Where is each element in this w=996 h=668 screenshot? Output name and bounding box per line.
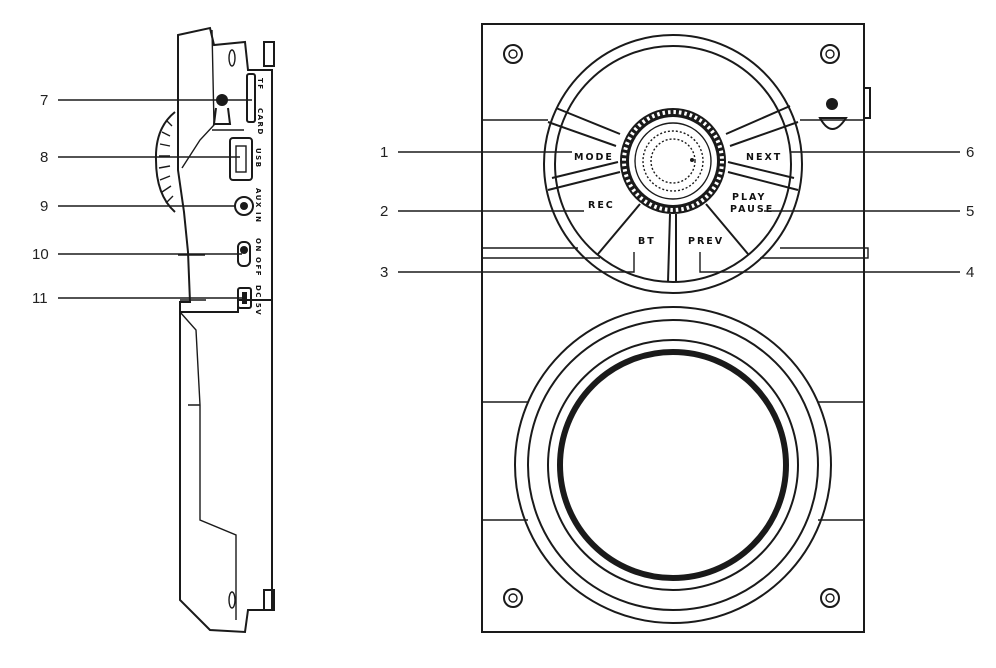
callout-9: 9 — [40, 198, 48, 215]
callout-5: 5 — [966, 203, 974, 220]
volume-knob-ring-3 — [650, 138, 696, 184]
callout-line-3 — [398, 252, 635, 273]
aux-label-1: AUX — [254, 188, 262, 209]
volume-knob-ring-2 — [642, 130, 704, 192]
callout-8: 8 — [40, 149, 48, 166]
tf-card-label-1: TF — [256, 78, 264, 91]
usb-port[interactable] — [229, 137, 253, 181]
corner-screw-tl — [503, 44, 523, 64]
aux-in-hole — [240, 202, 248, 210]
volume-knob-face — [629, 117, 717, 205]
woofer-cone — [557, 349, 789, 581]
side-handle-grip — [154, 111, 176, 213]
side-step-upper — [178, 254, 206, 406]
bt-button-label[interactable]: BT — [638, 236, 656, 247]
side-inner-contour — [179, 29, 244, 620]
side-bottom-screw — [228, 591, 236, 609]
woofer-outer-ring — [514, 306, 832, 624]
corner-screw-tr — [820, 44, 840, 64]
play-button-label[interactable]: PLAY — [732, 192, 766, 203]
side-view: TF CARD USB AUX IN ON OFF DC 5V 7 8 9 10… — [32, 26, 275, 634]
callout-line-4 — [699, 252, 960, 273]
usb-label: USB — [254, 148, 262, 169]
volume-knob-indicator — [690, 158, 694, 162]
side-bottom-nub — [263, 589, 275, 611]
off-label: OFF — [254, 257, 262, 277]
dc-label: DC 5V — [254, 285, 262, 316]
control-panel-inner-ring — [554, 45, 792, 283]
callout-4: 4 — [966, 264, 974, 281]
woofer-surround — [527, 319, 819, 611]
aux-label-2: IN — [254, 212, 262, 223]
callout-7: 7 — [40, 92, 48, 109]
mode-button-label[interactable]: MODE — [574, 152, 614, 163]
dc-5v-port-inner — [242, 292, 247, 304]
tf-card-label-2: CARD — [256, 108, 264, 136]
control-panel-outer-ring — [543, 34, 803, 294]
front-view: MODE REC BT PREV PLAY PAUSE NEXT 1 2 3 4… — [380, 23, 974, 633]
corner-screw-br — [820, 588, 840, 608]
callout-10: 10 — [32, 246, 49, 263]
front-strap-knob — [818, 87, 871, 130]
tf-card-slot[interactable] — [246, 73, 256, 123]
pause-button-label[interactable]: PAUSE — [730, 204, 774, 215]
volume-knob-ring-1 — [634, 122, 712, 200]
front-cabinet — [481, 23, 865, 633]
callout-11: 11 — [32, 290, 48, 307]
woofer-surround-inner — [547, 339, 799, 591]
side-body-lower — [179, 300, 273, 634]
on-label: ON — [254, 238, 262, 253]
side-top-screw — [228, 49, 236, 67]
callout-6: 6 — [966, 144, 974, 161]
callout-2: 2 — [380, 203, 388, 220]
usb-port-inner — [235, 145, 247, 173]
power-switch-knob — [240, 246, 248, 254]
callout-3: 3 — [380, 264, 388, 281]
control-segment-dividers — [547, 105, 799, 283]
prev-button-label[interactable]: PREV — [688, 236, 724, 247]
front-side-notch — [863, 247, 869, 259]
corner-screw-bl — [503, 588, 523, 608]
callout-1: 1 — [380, 144, 388, 161]
side-strap-knob — [212, 94, 232, 125]
rec-button-label[interactable]: REC — [588, 200, 615, 211]
volume-knob-serrations — [622, 110, 724, 212]
side-top-nub — [263, 41, 275, 67]
next-button-label[interactable]: NEXT — [746, 152, 782, 163]
front-band-lines — [482, 119, 864, 521]
